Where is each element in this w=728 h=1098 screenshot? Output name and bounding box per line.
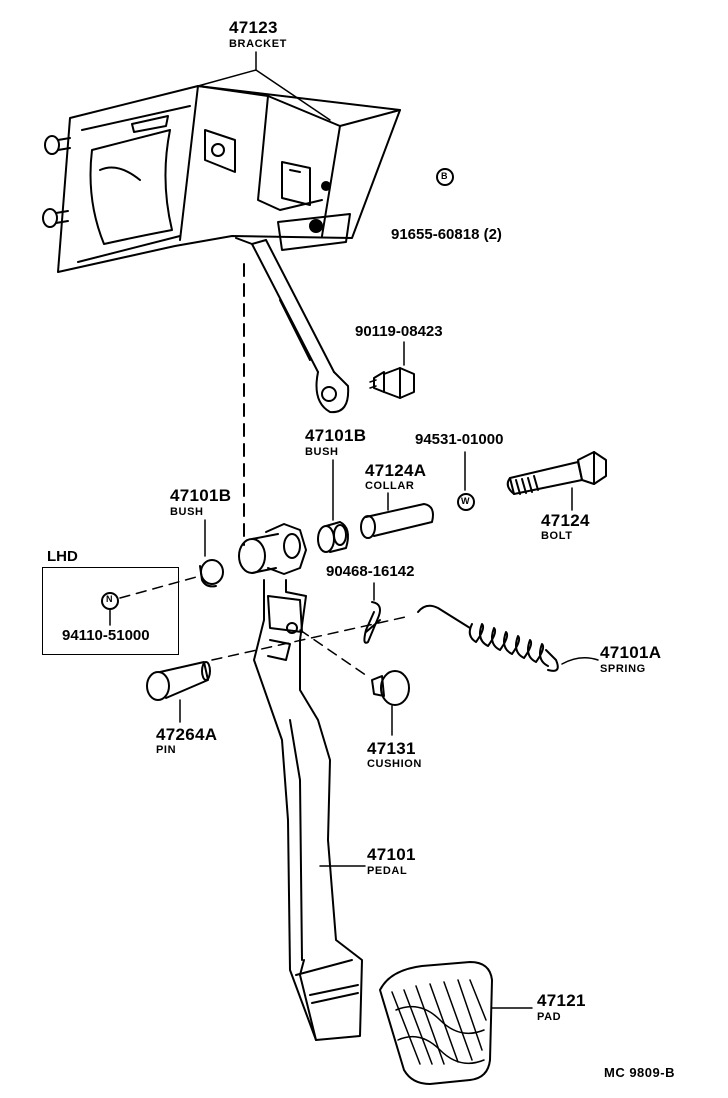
bolt-90119-drawing <box>369 341 415 399</box>
spring-number: 47101A <box>600 643 662 662</box>
spring-name: SPRING <box>600 663 646 675</box>
bush-left-name: BUSH <box>170 506 204 518</box>
pin-name: PIN <box>156 744 177 756</box>
washer-number: 94531-01000 <box>415 431 504 448</box>
cushion-number: 47131 <box>367 739 416 758</box>
bolt-90119-number: 90119-08423 <box>355 323 443 340</box>
pedal-number: 47101 <box>367 845 416 864</box>
bush-right-name: BUSH <box>305 446 339 458</box>
bush-right-number: 47101B <box>305 426 367 445</box>
lhd-nut-number: 94110-51000 <box>62 627 150 644</box>
pad-number: 47121 <box>537 991 586 1010</box>
collar-number: 47124A <box>365 461 427 480</box>
bush-right-drawing <box>317 459 349 553</box>
lhd-nut-drawing <box>101 575 201 626</box>
lhd-nut-symbol: N <box>106 594 113 604</box>
clip-number: 90468-16142 <box>326 563 415 580</box>
washer-symbol: W <box>461 496 470 506</box>
pad-name: PAD <box>537 1011 562 1023</box>
pedal-drawing <box>238 523 363 1041</box>
lhd-title: LHD <box>47 548 78 565</box>
pin-dashed-line <box>211 615 411 661</box>
bolt-b-number: 91655-60818 (2) <box>391 226 502 243</box>
bolt-b-symbol <box>436 168 454 186</box>
collar-drawing <box>360 492 434 539</box>
lhd-box <box>42 567 179 655</box>
cushion-drawing <box>299 629 410 736</box>
cushion-name: CUSHION <box>367 758 422 770</box>
bracket-number: 47123 <box>229 18 278 37</box>
pad-drawing <box>379 961 493 1085</box>
collar-name: COLLAR <box>365 480 415 492</box>
clip-drawing <box>363 582 381 644</box>
leader-lines <box>197 51 533 1009</box>
diagram-reference-code: MC 9809-B <box>604 1065 675 1080</box>
bracket-name: BRACKET <box>229 38 287 50</box>
spring-drawing <box>417 604 599 672</box>
washer-drawing <box>457 451 475 511</box>
bolt-b-symbol-letter: B <box>441 171 448 181</box>
bolt-47124-number: 47124 <box>541 511 590 530</box>
pin-number: 47264A <box>156 725 218 744</box>
pin-drawing <box>146 661 211 723</box>
bolt-47124-name: BOLT <box>541 530 573 542</box>
bush-left-drawing <box>199 519 224 588</box>
bracket-drawing <box>42 85 401 414</box>
pedal-name: PEDAL <box>367 865 408 877</box>
bush-left-number: 47101B <box>170 486 232 505</box>
bolt-47124-drawing <box>506 451 607 511</box>
